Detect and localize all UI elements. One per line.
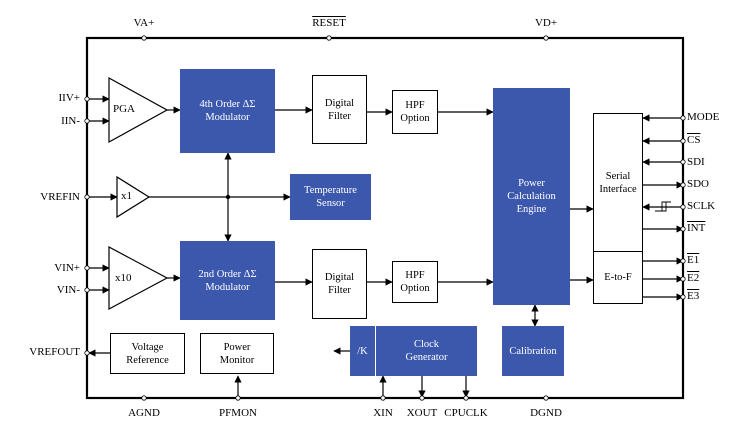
block-line: Digital: [324, 97, 355, 109]
block-line: Calculation: [507, 191, 556, 202]
divide-by-k-block: /K: [350, 326, 376, 376]
block-line: HPF: [405, 270, 425, 281]
pin-label-xin: XIN: [373, 407, 393, 419]
digital-filter-top-block: Digital Filter: [312, 75, 367, 144]
modulator-4th-order-block: 4th Order ΔΣ Modulator: [180, 69, 275, 153]
block-line: 2nd Order ΔΣ: [198, 268, 257, 280]
pin-label-sclk: SCLK: [687, 200, 716, 212]
pin-label-reset: RESET: [312, 17, 346, 29]
calibration-block: Calibration: [502, 326, 564, 376]
digital-filter-bottom-block: Digital Filter: [312, 249, 367, 319]
hpf-option-top-block: HPF Option: [392, 90, 438, 134]
block-line: Temperature: [304, 185, 357, 196]
voltage-reference-block: Voltage Reference: [110, 333, 185, 374]
pin-label-xout: XOUT: [406, 407, 438, 419]
block-line: Option: [400, 113, 430, 124]
pin-label-e2: E2: [687, 272, 700, 284]
pin-label-cs: CS: [687, 134, 701, 146]
x10-label: x10: [115, 272, 132, 284]
pin-label-mode: MODE: [687, 111, 720, 123]
pin-label-e3: E3: [687, 290, 700, 302]
power-calculation-engine-block: Power Calculation Engine: [493, 88, 570, 305]
junction-dot: [225, 194, 231, 200]
block-line: Monitor: [219, 354, 255, 366]
pin-label-iin-minus: IIN-: [61, 115, 80, 127]
block-line: Reference: [126, 354, 169, 366]
block-line: Power: [518, 178, 545, 189]
block-line: Interface: [599, 183, 637, 195]
hpf-option-bottom-block: HPF Option: [392, 261, 438, 303]
pin-label-vrefout: VREFOUT: [29, 346, 80, 358]
block-line: Modulator: [205, 112, 250, 123]
pga-amplifier: [108, 76, 169, 144]
pin-label-vrefin: VREFIN: [40, 191, 80, 203]
temperature-sensor-block: Temperature Sensor: [290, 174, 371, 220]
pin-label-sdi: SDI: [687, 156, 705, 168]
block-line: Power: [223, 341, 251, 353]
pin-label-va-plus: VA+: [133, 17, 155, 29]
block-line: Modulator: [205, 281, 250, 293]
block-line: Filter: [328, 110, 351, 122]
pin-label-e1: E1: [687, 254, 700, 266]
serial-interface-block: Serial Interface: [593, 113, 643, 252]
pin-label-agnd: AGND: [128, 407, 160, 419]
e-to-f-block: E-to-F: [593, 251, 643, 304]
block-line: Calibration: [509, 345, 557, 357]
pin-label-vin-minus: VIN-: [56, 284, 80, 296]
pin-label-vd-plus: VD+: [534, 17, 558, 29]
pin-label-dgnd: DGND: [530, 407, 562, 419]
block-line: E-to-F: [604, 272, 632, 283]
block-line: /K: [357, 345, 368, 357]
block-line: Option: [400, 283, 430, 294]
block-line: Filter: [328, 285, 351, 296]
pin-label-vin-plus: VIN+: [54, 262, 80, 274]
block-line: HPF: [405, 100, 425, 111]
power-monitor-block: Power Monitor: [200, 333, 274, 374]
block-line: 4th Order ΔΣ: [199, 99, 256, 110]
pin-label-cpuclk: CPUCLK: [444, 407, 488, 419]
pin-label-sdo: SDO: [687, 178, 710, 190]
pin-label-pfmon: PFMON: [219, 407, 257, 419]
pin-label-int: INT: [687, 222, 706, 234]
block-line: Engine: [516, 204, 547, 215]
block-line: Voltage: [131, 341, 164, 353]
x1-label: x1: [121, 190, 132, 202]
block-line: Serial: [605, 170, 631, 182]
pin-label-iiv-plus: IIV+: [58, 92, 80, 104]
modulator-2nd-order-block: 2nd Order ΔΣ Modulator: [180, 241, 275, 320]
x10-amplifier: [108, 245, 169, 311]
block-line: Digital: [324, 272, 355, 283]
block-line: Sensor: [316, 198, 345, 209]
block-line: Generator: [405, 352, 448, 363]
block-line: Clock: [413, 339, 440, 350]
pga-label: PGA: [113, 103, 136, 115]
